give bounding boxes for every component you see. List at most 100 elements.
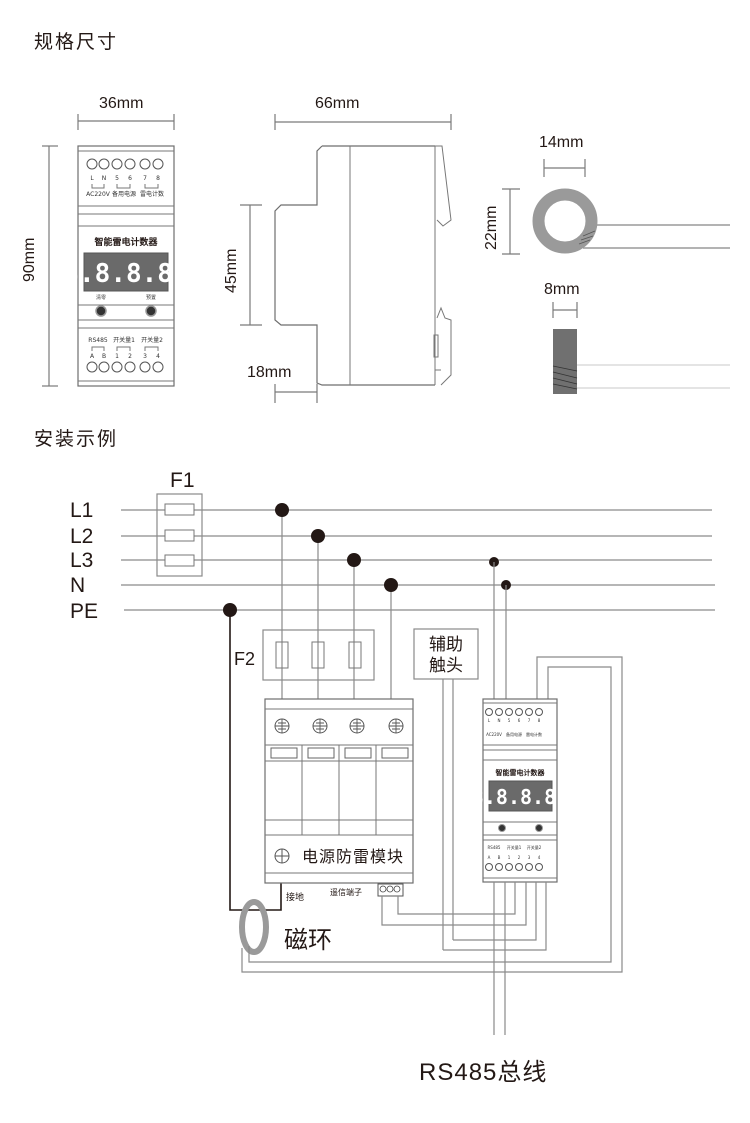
line-label-l1: L1 [70, 499, 93, 522]
terminal-screw [124, 158, 136, 170]
device-title: 智能雷电计数器 [94, 236, 158, 248]
terminal-screw [485, 708, 493, 716]
terminal-screw [495, 708, 503, 716]
terminal-label: 雷电计数 [526, 731, 542, 737]
line-label-n: N [70, 574, 85, 597]
terminal-screw [124, 361, 136, 373]
fuse-block-f2 [262, 629, 375, 681]
remote-terminal-label: 遥信端子 [330, 887, 362, 897]
junction-dot [311, 529, 325, 543]
junction-dot [275, 503, 289, 517]
wiring-diagram: F1 L1 L2 L3 N PE F2 [70, 469, 715, 1086]
terminal-label: 2 [518, 855, 521, 860]
terminal-screw [505, 708, 513, 716]
terminal-label: 4 [156, 353, 160, 360]
terminal-screw [111, 361, 123, 373]
terminal-label: 6 [518, 718, 521, 723]
magnetic-ring-top [532, 188, 598, 254]
terminal-screw [535, 708, 543, 716]
terminal-screw [139, 158, 151, 170]
line-label-pe: PE [70, 600, 98, 623]
terminal-label: B [498, 855, 501, 860]
terminal-label: A [90, 353, 95, 360]
terminal-label: 开关量1 [507, 844, 522, 850]
terminal-label: L [90, 175, 94, 182]
counter-display [488, 780, 553, 812]
terminal-label: AC220V [486, 732, 502, 737]
group-label-ac220v: AC220V [86, 191, 111, 198]
terminal-label: 2 [128, 353, 132, 360]
terminal-label: 7 [143, 175, 147, 182]
dim-ring-outer: 22mm [483, 206, 500, 250]
terminal-label: 8 [538, 718, 541, 723]
counter-display-value: 8.8.8.8. [472, 785, 568, 809]
terminal-screw [525, 708, 533, 716]
terminal-label: 3 [528, 855, 531, 860]
dim-rail-offset: 18mm [247, 364, 291, 381]
group-label-backup-power: 备用电源 [112, 190, 136, 198]
side-view: 66mm 45mm 18mm [223, 95, 452, 403]
install-section-title: 安装示例 [34, 428, 118, 450]
aux-contact-box [413, 628, 479, 680]
terminal-screw [86, 361, 98, 373]
terminal-label: 8 [156, 175, 160, 182]
terminal-label: L [488, 718, 491, 723]
front-view: 36mm 90mm L N 5 6 7 8 AC220V 备用电源 雷电计数 智… [21, 95, 189, 387]
junction-dot [347, 553, 361, 567]
group-label-switch2: 开关量2 [141, 336, 163, 344]
terminal-label: 1 [115, 353, 119, 360]
terminal-screw [495, 863, 503, 871]
counter-preset-button [535, 824, 543, 832]
terminal-label: RS485 [488, 845, 501, 850]
dim-side-depth: 66mm [315, 95, 359, 112]
terminal-label: N [102, 175, 107, 182]
rs485-bus-label: RS485总线 [419, 1059, 547, 1086]
terminal-label: 4 [538, 855, 541, 860]
line-label-l2: L2 [70, 525, 93, 548]
terminal-label: 备用电源 [506, 731, 522, 737]
led-display-value: 8.8.8.8. [63, 259, 188, 289]
magnetic-ring-side [553, 329, 577, 394]
spd-module-label: 电源防雷模块 [302, 847, 404, 866]
line-label-l3: L3 [70, 549, 93, 572]
terminal-label: 6 [128, 175, 132, 182]
terminal-label: A [488, 855, 491, 860]
terminal-label: 3 [143, 353, 147, 360]
counter-reset-button [498, 824, 506, 832]
terminal-screw [152, 361, 164, 373]
terminal-label: B [102, 353, 106, 360]
aux-contact-label-1: 辅助 [429, 635, 463, 655]
terminal-screw [139, 361, 151, 373]
counter-title: 智能雷电计数器 [496, 768, 546, 777]
preset-button [145, 305, 157, 317]
dim-ring-inner: 14mm [539, 134, 583, 151]
terminal-screw [505, 863, 513, 871]
dim-ring-thickness: 8mm [544, 281, 580, 298]
side-profile [274, 145, 435, 386]
group-label-switch1: 开关量1 [113, 336, 135, 344]
remote-signal-terminal [377, 883, 404, 897]
led-display [83, 252, 169, 292]
ring-view: 14mm 22mm 8mm [483, 134, 730, 394]
spec-section-title: 规格尺寸 [34, 31, 118, 53]
fuse-block-f1 [156, 493, 203, 577]
terminal-screw [98, 361, 110, 373]
terminal-screw [525, 863, 533, 871]
dim-rail-height: 45mm [223, 249, 240, 293]
junction-dot [384, 578, 398, 592]
ground-wire [229, 610, 282, 911]
terminal-screw [98, 158, 110, 170]
ground-label: 接地 [286, 891, 304, 903]
button-label-preset: 预置 [146, 294, 156, 301]
group-label-lightning-count: 雷电计数 [140, 190, 164, 198]
button-label-reset: 清零 [96, 294, 106, 301]
terminal-label: 7 [528, 718, 531, 723]
terminal-screw [485, 863, 493, 871]
reset-button [95, 305, 107, 317]
terminal-screw [86, 158, 98, 170]
terminal-screw [515, 708, 523, 716]
fuse2-label: F2 [234, 649, 255, 669]
terminal-screw [111, 158, 123, 170]
magnetic-ring [239, 899, 269, 955]
